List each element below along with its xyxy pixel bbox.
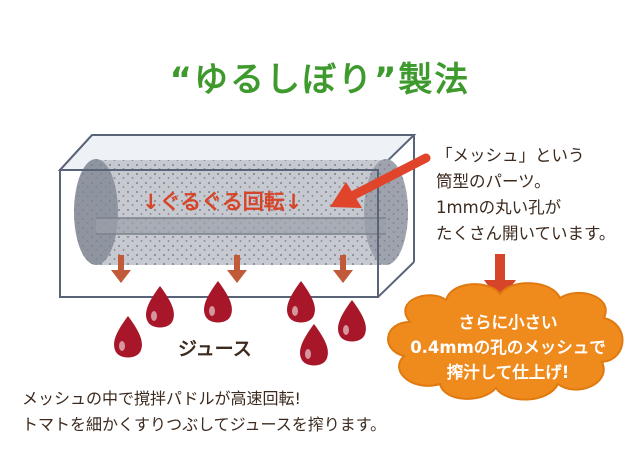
caption-line: トマトを細かくすりつぶしてジュースを搾ります。: [22, 415, 387, 434]
juice-drop: [300, 324, 328, 366]
drip-arrows: [111, 255, 353, 283]
juice-drop: [338, 300, 366, 342]
juice-drop: [146, 286, 174, 328]
callout-line: たくさん開いています。: [436, 224, 616, 243]
callout-line: 1mmの丸い孔が: [436, 198, 562, 217]
juice-drop: [204, 281, 232, 323]
page-title: “ゆるしぼり”製法: [169, 60, 471, 100]
juice-drop: [287, 281, 315, 323]
callout-line: 筒型のパーツ。: [436, 172, 551, 191]
cloud-line: 0.4mmの孔のメッシュで: [410, 338, 606, 357]
drip-arrow-left: [111, 255, 131, 283]
caption: メッシュの中で撹拌パドルが高速回転! トマトを細かくすりつぶしてジュースを搾りま…: [22, 386, 386, 438]
callout-line: 「メッシュ」という: [436, 146, 585, 165]
drip-arrow-middle: [227, 255, 247, 283]
cloud-line: 搾汁して仕上げ!: [446, 363, 570, 382]
mesh-callout: 「メッシュ」という 筒型のパーツ。 1mmの丸い孔が たくさん開いています。: [436, 143, 615, 247]
juice-label: ジュース: [178, 338, 252, 360]
juice-drops: [114, 281, 366, 366]
rotation-label: ↓ぐるぐる回転↓: [142, 190, 303, 214]
cloud-bubble: [387, 282, 624, 401]
juice-drop: [114, 316, 142, 358]
down-arrow: [484, 254, 516, 302]
cloud-line: さらに小さい: [458, 313, 558, 332]
drip-arrow-right: [333, 255, 353, 283]
caption-line: メッシュの中で撹拌パドルが高速回転!: [22, 389, 301, 408]
cloud-text: さらに小さい 0.4mmの孔のメッシュで 搾汁して仕上げ!: [398, 310, 618, 385]
pointer-arrow: [330, 153, 431, 208]
